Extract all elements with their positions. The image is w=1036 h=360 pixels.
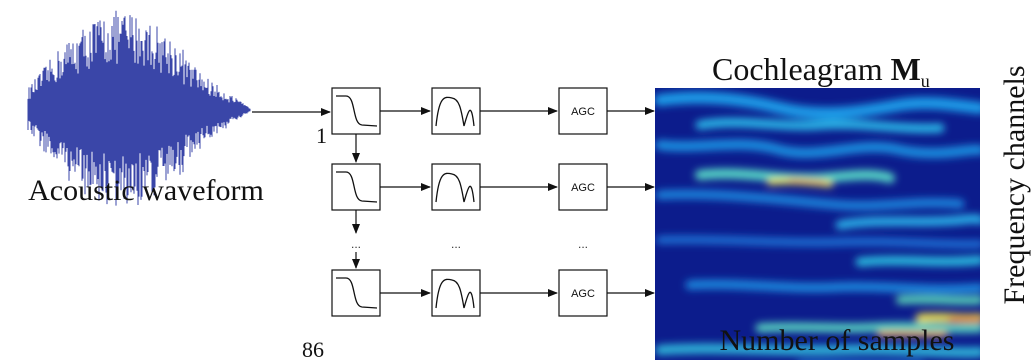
bandpass-filter-block bbox=[331, 163, 381, 211]
lowpass-curve-icon bbox=[336, 171, 378, 203]
rectifier-block bbox=[431, 87, 481, 135]
cochleagram-title: Cochleagram Mu bbox=[712, 51, 930, 91]
bandpass-curve-icon bbox=[435, 172, 475, 203]
cochleagram-energy-band bbox=[755, 322, 980, 333]
agc-label: AGC bbox=[571, 106, 595, 118]
cochleagram-energy-band bbox=[788, 178, 827, 184]
cochleagram-energy-band bbox=[656, 235, 980, 249]
cochleagram-energy-band bbox=[855, 255, 980, 267]
cochleagram-title-prefix: Cochleagram bbox=[712, 51, 891, 87]
cochleagram-image bbox=[655, 88, 980, 360]
ellipsis-filters: ... bbox=[351, 237, 361, 251]
cochleagram-energy-band bbox=[877, 331, 948, 337]
bandpass-filter-block bbox=[331, 87, 381, 135]
channel-label-last: 86 bbox=[302, 337, 324, 360]
cochleagram-energy-band bbox=[655, 139, 980, 159]
cochleagram-energy-band bbox=[655, 189, 965, 211]
cochleagram-energy-band bbox=[685, 279, 980, 294]
cochleagram-energy-band bbox=[655, 91, 980, 120]
lowpass-curve-icon bbox=[336, 277, 378, 309]
waveform-trace bbox=[27, 10, 251, 206]
rectifier-block bbox=[431, 269, 481, 317]
channel-label-first: 1 bbox=[316, 123, 327, 148]
cochleagram-energy-band bbox=[695, 117, 945, 133]
cochleagram-energy-band bbox=[835, 214, 980, 230]
channel-row-86: AGC bbox=[331, 269, 655, 317]
cochleagram-energy-band bbox=[655, 343, 980, 358]
channel-row-1: AGC bbox=[331, 87, 655, 135]
bandpass-curve-icon bbox=[435, 96, 475, 127]
ellipsis-agc: ... bbox=[578, 237, 588, 251]
agc-label: AGC bbox=[571, 182, 595, 194]
x-axis-label: Number of samples bbox=[720, 324, 955, 357]
cochleagram-subscript: u bbox=[921, 71, 930, 91]
cochleagram-symbol: M bbox=[891, 51, 921, 87]
agc-block: AGC bbox=[558, 87, 608, 135]
lowpass-curve-icon bbox=[336, 95, 378, 127]
agc-block: AGC bbox=[558, 269, 608, 317]
agc-label: AGC bbox=[571, 288, 595, 300]
rectifier-block bbox=[431, 163, 481, 211]
cochleagram-energy-band bbox=[896, 295, 980, 305]
cochleagram-energy-band bbox=[695, 168, 895, 184]
channel-row-2: AGC bbox=[331, 163, 655, 211]
agc-block: AGC bbox=[558, 163, 608, 211]
waveform-label: Acoustic waveform bbox=[28, 174, 264, 207]
y-axis-label: Frequency channels bbox=[998, 65, 1031, 304]
ellipsis-rectifiers: ... bbox=[451, 237, 461, 251]
acoustic-waveform bbox=[27, 10, 251, 206]
bandpass-filter-block bbox=[331, 269, 381, 317]
bandpass-curve-icon bbox=[435, 278, 475, 309]
